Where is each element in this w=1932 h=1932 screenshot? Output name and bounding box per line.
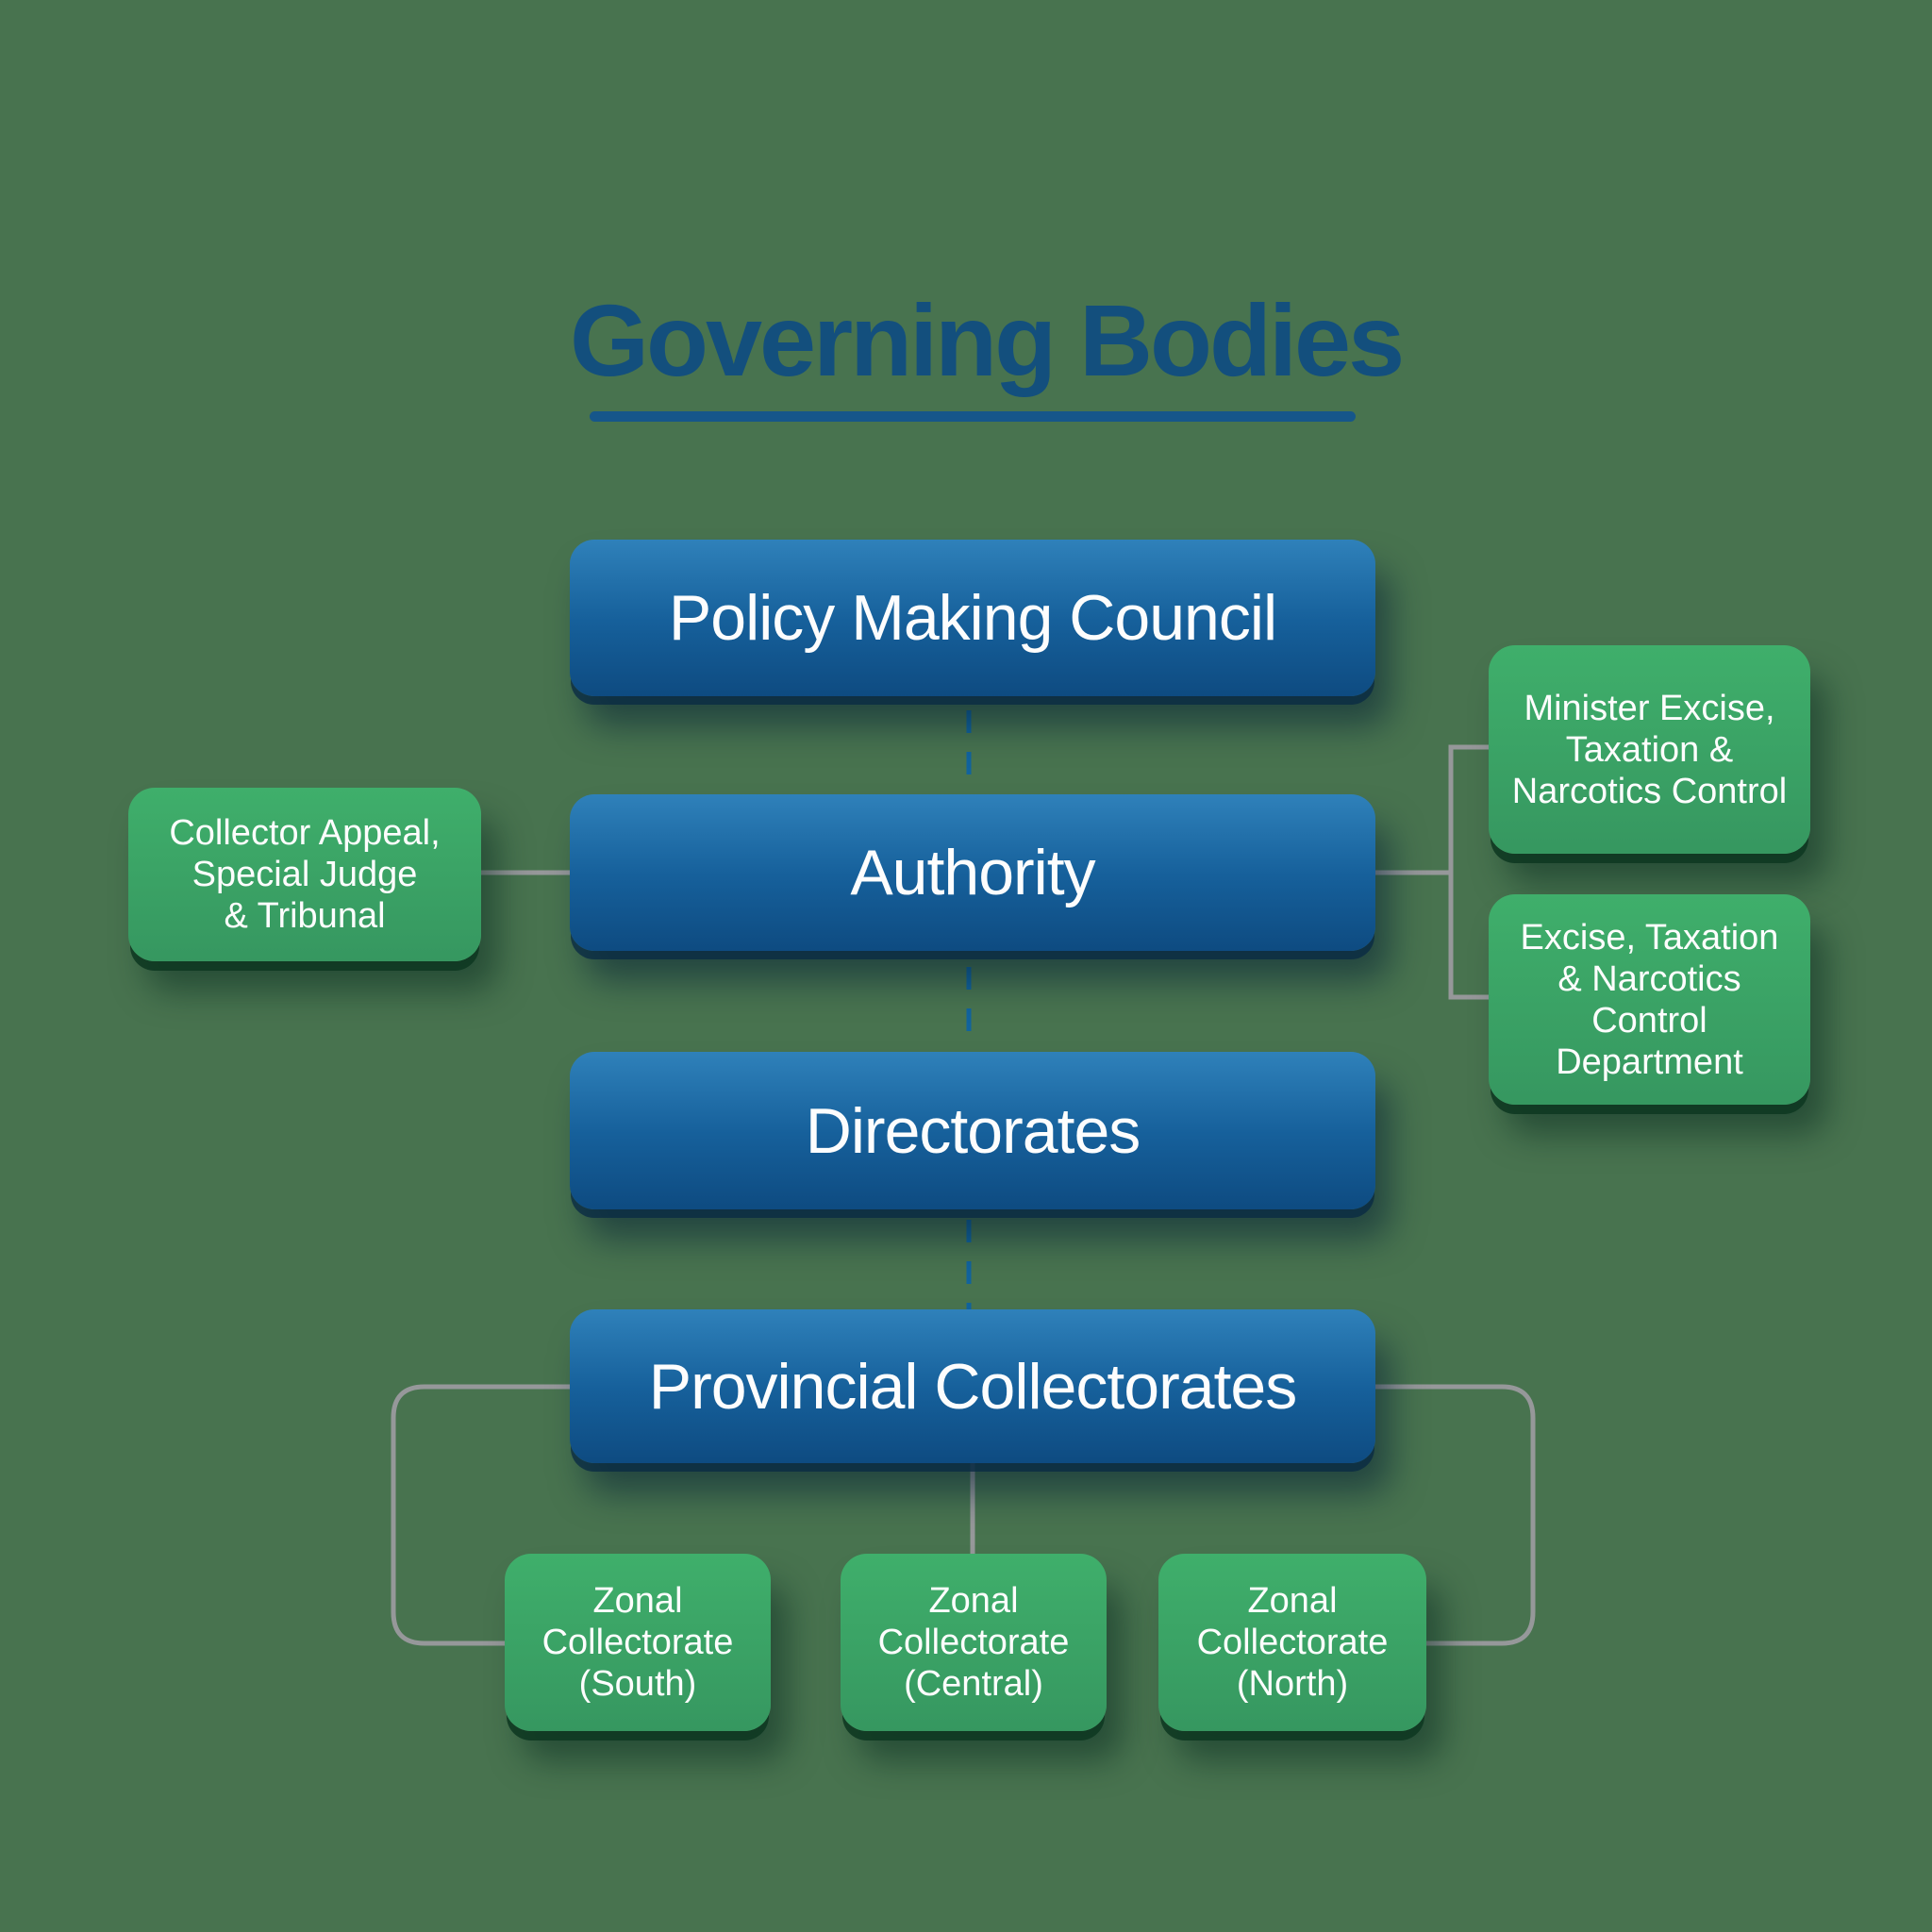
node-label: Directorates <box>805 1094 1141 1167</box>
node-excise-taxation-narcotics-control-department: Excise, Taxation & Narcotics Control Dep… <box>1489 894 1810 1105</box>
node-collector-appeal-special-judge-tribunal: Collector Appeal, Special Judge & Tribun… <box>128 788 481 961</box>
node-label: Provincial Collectorates <box>648 1350 1298 1423</box>
node-zonal-collectorate-south: Zonal Collectorate (South) <box>505 1554 771 1731</box>
node-authority: Authority <box>570 794 1375 951</box>
node-label: Zonal Collectorate (Central) <box>877 1581 1070 1704</box>
node-label: Excise, Taxation & Narcotics Control Dep… <box>1520 917 1779 1082</box>
page-title: Governing Bodies <box>570 283 1405 397</box>
node-label: Collector Appeal, Special Judge & Tribun… <box>169 813 441 936</box>
node-minister-excise-taxation-narcotics-control: Minister Excise, Taxation & Narcotics Co… <box>1489 645 1810 854</box>
node-label: Policy Making Council <box>668 582 1277 654</box>
node-label: Zonal Collectorate (North) <box>1196 1581 1389 1704</box>
link-authority-right-bracket <box>1375 744 1489 1000</box>
node-label: Authority <box>850 837 1095 908</box>
node-provincial-collectorates: Provincial Collectorates <box>570 1309 1375 1463</box>
page-header: Governing Bodies <box>570 279 1405 422</box>
node-zonal-collectorate-central: Zonal Collectorate (Central) <box>841 1554 1107 1731</box>
node-zonal-collectorate-north: Zonal Collectorate (North) <box>1158 1554 1426 1731</box>
node-directorates: Directorates <box>570 1052 1375 1209</box>
title-underline <box>590 410 1356 422</box>
node-label: Zonal Collectorate (South) <box>541 1581 734 1704</box>
node-policy-making-council: Policy Making Council <box>570 540 1375 696</box>
node-label: Minister Excise, Taxation & Narcotics Co… <box>1511 688 1788 811</box>
